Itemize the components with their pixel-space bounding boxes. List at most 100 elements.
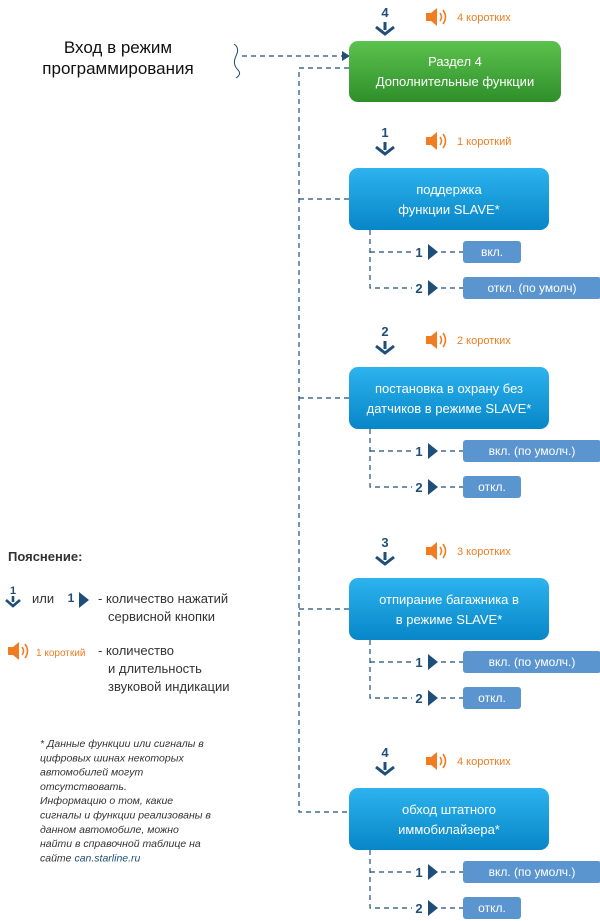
svg-text:4: 4 (381, 745, 389, 760)
svg-text:датчиков в режиме SLAVE*: датчиков в режиме SLAVE* (367, 401, 532, 416)
entry-brace (233, 43, 241, 79)
footnote-line: данном автомобиле, можно (40, 824, 179, 836)
svg-text:звуковой индикации: звуковой индикации (108, 679, 229, 694)
footnote-line: сайте can.starline.ru (40, 852, 141, 864)
option-item: 1 вкл. (по умолч.) (415, 861, 600, 883)
footnote-line: цифровых шинах некоторых (40, 752, 184, 764)
svg-text:2: 2 (415, 691, 422, 706)
entry-label-line2: программирования (42, 59, 193, 78)
svg-text:откл.: откл. (478, 901, 506, 915)
svg-text:1: 1 (415, 865, 422, 880)
section-press-indicator: 4 (375, 5, 395, 36)
arrow-down-icon (375, 142, 395, 156)
svg-text:откл.: откл. (478, 480, 506, 494)
svg-text:2: 2 (415, 901, 422, 916)
function-press-indicator: 3 (375, 535, 395, 566)
arrow-right-icon (428, 690, 438, 706)
arrow-right-icon (428, 864, 438, 880)
arrow-down-icon (5, 596, 21, 608)
arrow-right-icon (428, 443, 438, 459)
function-beep-indicator: 3 коротких (426, 542, 511, 560)
function-beep-indicator: 2 коротких (426, 331, 511, 349)
function-block: 2 2 коротких постановка в охрану без датчик… (299, 324, 600, 498)
speaker-icon (426, 542, 447, 560)
arrow-down-icon (375, 552, 395, 566)
svg-text:функции SLAVE*: функции SLAVE* (398, 202, 500, 217)
section-beep-indicator: 4 коротких (426, 8, 511, 26)
function-block: 3 3 коротких отпирание багажника вв режиме… (299, 535, 600, 709)
footnote-line: * Данные функции или сигналы в (40, 738, 204, 750)
svg-text:сервисной кнопки: сервисной кнопки (108, 609, 215, 624)
option-connector (369, 230, 412, 289)
option-button (463, 897, 521, 919)
footnote-line: сигналы и функции реализованы в (40, 810, 211, 822)
svg-text:или: или (32, 591, 54, 606)
legend-press-row: 1 или 1 - количество нажатий сервисной к… (5, 585, 228, 624)
option-button (463, 861, 600, 883)
option-item: 1 вкл. (по умолч.) (415, 440, 600, 462)
svg-text:2: 2 (381, 324, 388, 339)
option-item: 2 откл. (415, 897, 521, 919)
svg-text:1: 1 (415, 444, 422, 459)
speaker-icon (426, 132, 447, 150)
legend-beep-row: 1 короткий - количество и длительность з… (8, 642, 229, 694)
svg-text:вкл.: вкл. (481, 245, 503, 259)
svg-text:4 коротких: 4 коротких (457, 12, 511, 24)
site-link[interactable]: can.starline.ru (74, 852, 140, 864)
footnote-line: найти в справочной таблице на (40, 838, 201, 850)
svg-text:1: 1 (10, 585, 16, 597)
option-connector (369, 640, 412, 699)
option-item: 1 вкл. (415, 241, 521, 263)
arrow-right-icon (428, 654, 438, 670)
arrow-right-icon (428, 479, 438, 495)
function-block: 4 4 коротких обход штатного иммобилайзера* 1… (349, 745, 600, 919)
svg-text:1 короткий: 1 короткий (457, 136, 511, 148)
svg-text:4 коротких: 4 коротких (457, 756, 511, 768)
speaker-icon (426, 331, 447, 349)
arrow-right-icon (79, 592, 89, 608)
svg-text:откл.: откл. (478, 691, 506, 705)
svg-text:обход штатного: обход штатного (402, 802, 496, 817)
function-box: постановка в охрану без датчиков в режиме… (349, 367, 549, 429)
option-button (463, 277, 600, 299)
arrow-right-icon (428, 900, 438, 916)
arrow-down-icon (375, 762, 395, 776)
arrow-right-icon (428, 244, 438, 260)
option-button (463, 241, 521, 263)
entry-label-line1: Вход в режим (64, 38, 172, 57)
svg-text:и длительность: и длительность (108, 661, 202, 676)
footnote-line: отсутствовать. (40, 781, 127, 793)
svg-text:постановка в охрану без: постановка в охрану без (375, 381, 523, 396)
option-button (463, 476, 521, 498)
svg-text:3 коротких: 3 коротких (457, 546, 511, 558)
svg-text:вкл. (по умолч.): вкл. (по умолч.) (489, 444, 576, 458)
option-button (463, 440, 600, 462)
arrow-right-icon (342, 51, 350, 61)
svg-text:вкл. (по умолч.): вкл. (по умолч.) (489, 865, 576, 879)
function-box: отпирание багажника вв режиме SLAVE* (349, 578, 549, 640)
footnote: * Данные функции или сигналы в цифровых ш… (40, 738, 211, 864)
svg-text:иммобилайзера*: иммобилайзера* (398, 822, 500, 837)
arrow-down-icon (375, 341, 395, 355)
svg-text:в режиме SLAVE*: в режиме SLAVE* (396, 612, 503, 627)
speaker-icon (426, 8, 447, 26)
svg-text:2 коротких: 2 коротких (457, 335, 511, 347)
footnote-line: автомобилей могут (40, 767, 143, 779)
legend-title: Пояснение: (8, 549, 82, 564)
svg-text:- количество нажатий: - количество нажатий (98, 591, 228, 606)
svg-text:вкл. (по умолч.): вкл. (по умолч.) (489, 655, 576, 669)
speaker-icon (8, 642, 29, 660)
svg-text:откл. (по умолч): откл. (по умолч) (488, 281, 577, 295)
svg-text:2: 2 (415, 480, 422, 495)
option-button (463, 651, 600, 673)
svg-text:3: 3 (381, 535, 388, 550)
function-box: обход штатного иммобилайзера* (349, 788, 549, 850)
section-box: Раздел 4 Дополнительные функции (349, 41, 561, 102)
svg-text:Раздел 4: Раздел 4 (428, 54, 482, 69)
svg-text:Дополнительные функции: Дополнительные функции (376, 74, 534, 89)
svg-text:1: 1 (415, 245, 422, 260)
